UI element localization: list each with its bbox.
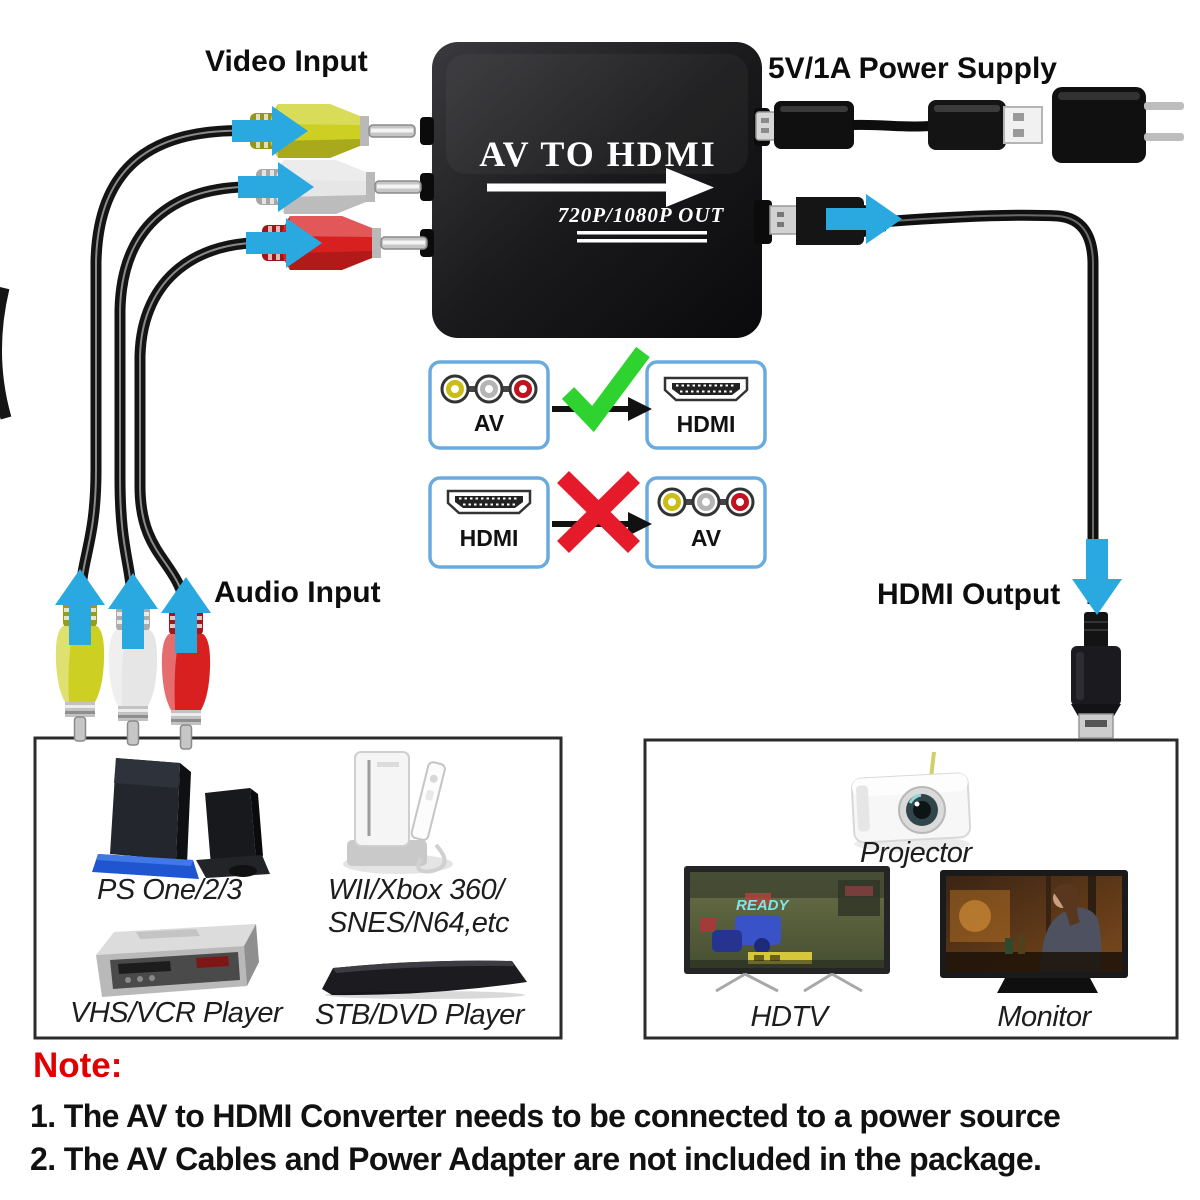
converter-box [420, 42, 772, 338]
converter-subtitle: 720P/1080P OUT [557, 203, 725, 227]
comparison-diagram [428, 346, 767, 569]
wii-xbox-label-line2: SNES/N64,etc [328, 907, 509, 939]
ps-console-illustration [92, 758, 270, 879]
converter-arrow-icon [487, 168, 714, 207]
av-rca-icon [442, 376, 536, 402]
monitor-illustration [940, 870, 1128, 993]
hdmi-source-label: HDMI [459, 525, 519, 551]
ps-console-label: PS One/2/3 [97, 874, 242, 906]
note-line-1: 1. The AV to HDMI Converter needs to be … [30, 1098, 1061, 1134]
av-source-label: AV [473, 410, 505, 436]
wii-console-illustration [343, 751, 453, 874]
arrow-down-blue-icon [1072, 539, 1122, 615]
audio-input-label: Audio Input [214, 576, 381, 609]
monitor-label: Monitor [997, 1001, 1091, 1033]
dvd-player-illustration [322, 960, 527, 999]
converter-title: AV TO HDMI [479, 134, 717, 174]
vhs-vcr-label: VHS/VCR Player [70, 997, 283, 1029]
av-target-label: AV [690, 525, 722, 551]
micro-usb-cable [755, 100, 1043, 150]
hdmi-output-label: HDMI Output [877, 578, 1061, 611]
note-line-2: 2. The AV Cables and Power Adapter are n… [30, 1141, 1042, 1177]
av-cables [0, 125, 269, 610]
av-rca-icon [659, 489, 753, 515]
hdmi-connector-icon [663, 376, 749, 402]
projector-illustration [850, 751, 972, 852]
stb-dvd-label: STB/DVD Player [315, 999, 524, 1031]
hdmi-plug-down [1071, 612, 1121, 739]
hdtv-screen-text: READY [736, 897, 791, 914]
power-adapter [1052, 87, 1184, 163]
cross-icon [557, 470, 640, 554]
hdtv-label: HDTV [750, 1001, 828, 1033]
projector-label: Projector [860, 837, 972, 869]
wii-xbox-label-line1: WII/Xbox 360/ [328, 874, 504, 906]
hdtv-illustration: READY [684, 866, 890, 993]
note-heading: Note: [33, 1046, 123, 1085]
hdmi-target-label: HDMI [676, 411, 736, 437]
hdmi-cable [769, 197, 1099, 604]
hdmi-connector-icon [446, 489, 532, 515]
power-supply-label: 5V/1A Power Supply [768, 52, 1057, 85]
check-icon [561, 346, 650, 433]
vcr-illustration [96, 924, 259, 997]
video-input-label: Video Input [205, 45, 368, 78]
